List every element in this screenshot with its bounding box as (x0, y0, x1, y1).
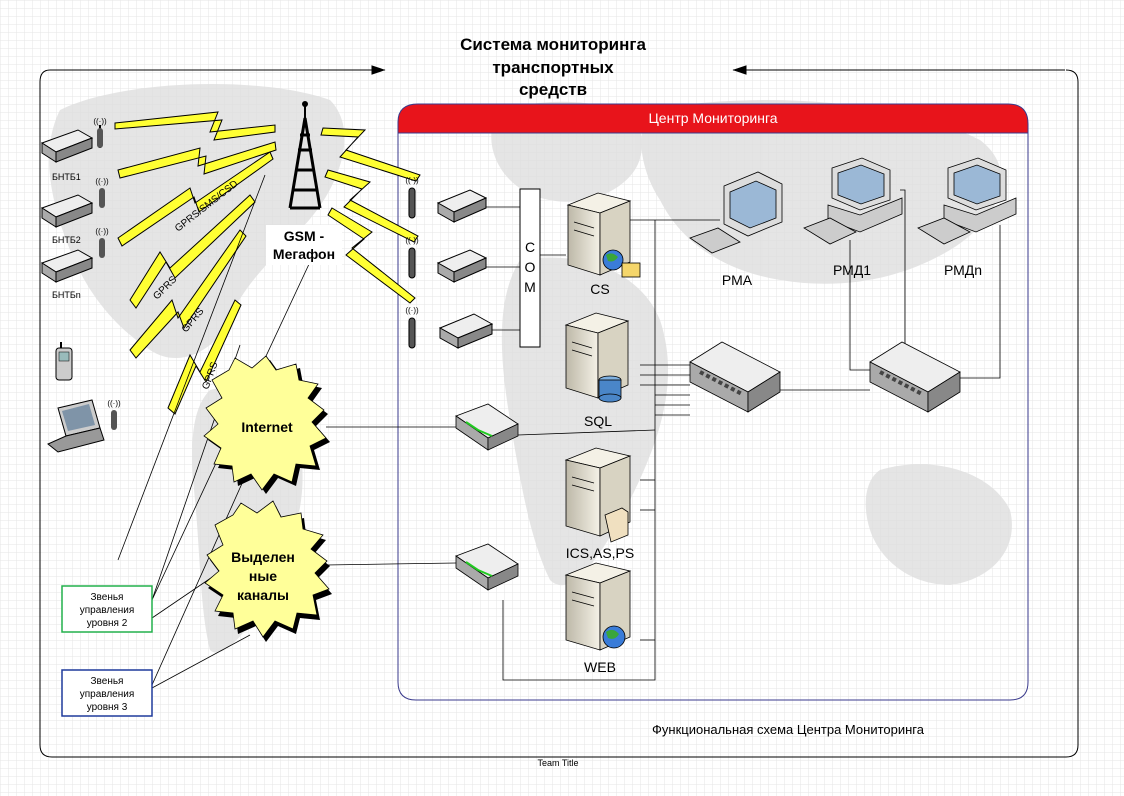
modem-3: ((·)) (405, 306, 494, 349)
ics-server-label: ICS,AS,PS (566, 545, 634, 561)
sql-server-icon (564, 312, 630, 403)
control-level-2-box: Звенья управления уровня 2 (61, 585, 153, 633)
network-lines (486, 189, 1001, 681)
lightning-bolt-5 (129, 229, 247, 359)
com-letter-m: M (524, 279, 536, 295)
workstation-rmd1-icon (803, 157, 903, 245)
svg-text:((·)): ((·)) (405, 176, 419, 185)
lightning-bolt-6 (167, 299, 242, 415)
lightning-bolt-2 (117, 141, 277, 179)
router-internet-icon (455, 403, 519, 451)
svg-text:((·)): ((·)) (405, 306, 419, 315)
modem-1: ((·)) (405, 176, 488, 223)
outer-frame (39, 65, 1079, 758)
gsm-label: GSM - Мегафон (266, 225, 342, 265)
internet-label: Internet (241, 419, 293, 435)
com-port-bar: C O M (519, 188, 541, 348)
title-line-2: транспортных (492, 58, 614, 77)
internet-cloud: Internet (203, 355, 330, 494)
svg-text:((·)): ((·)) (93, 117, 107, 126)
diagram-title: Система мониторинга транспортных средств (460, 35, 646, 99)
monitoring-center-header: Центр Мониторинга (648, 110, 777, 126)
gsm-label-line-2: Мегафон (273, 246, 335, 262)
device-bntb2: ((·)) (40, 177, 109, 228)
device-label-bntbn: БНТБn (52, 290, 81, 300)
dedicated-channels-cloud: Выделен ные каналы (204, 500, 332, 642)
workstation-label-rma: РМА (722, 272, 753, 288)
svg-text:((·)): ((·)) (107, 399, 121, 408)
modem-2: ((·)) (405, 236, 488, 283)
cs-server-icon (566, 192, 641, 278)
web-server-label: WEB (584, 659, 616, 675)
switch-2-icon (869, 341, 961, 413)
workstation-label-rmdn: РМДn (944, 262, 982, 278)
svg-text:((·)): ((·)) (95, 227, 109, 236)
control-level-3-box: Звенья управления уровня 3 (61, 669, 153, 717)
control-level-3-line-3: уровня 3 (87, 702, 128, 713)
workstation-rmdn-icon (917, 157, 1017, 245)
device-label-bntb2: БНТБ2 (52, 235, 81, 245)
switch-1-icon (689, 341, 781, 413)
com-letter-o: O (525, 259, 536, 275)
lightning-bolt-3 (117, 151, 274, 247)
device-bntbn: ((·)) (40, 227, 109, 283)
ics-server-icon (564, 447, 632, 543)
svg-text:((·)): ((·)) (95, 177, 109, 186)
lightning-bolt-8 (324, 169, 419, 243)
router-dedicated-icon (455, 543, 519, 591)
mobile-phone-icon (55, 342, 73, 381)
control-level-3-line-2: управления (80, 689, 135, 700)
gsm-label-line-1: GSM - (284, 228, 325, 244)
lightning-bolt-7 (320, 127, 421, 182)
com-letter-c: C (525, 239, 535, 255)
lightning-bolt-1 (114, 111, 276, 141)
title-line-1: Система мониторинга (460, 35, 646, 54)
device-bntb1: ((·)) (40, 117, 107, 163)
web-server-icon (564, 562, 632, 651)
laptop-icon: ((·)) (47, 399, 121, 453)
sql-server-label: SQL (584, 413, 612, 429)
modems: ((·)) ((·)) ((·)) (405, 176, 494, 349)
dedicated-label-line-1: Выделен (231, 549, 295, 565)
control-level-2-line-3: уровня 2 (87, 618, 128, 629)
svg-text:((·)): ((·)) (405, 236, 419, 245)
lightning-bolt-9 (327, 207, 416, 304)
monitoring-center-panel: Центр Мониторинга (397, 103, 1029, 701)
cs-server-label: CS (590, 281, 609, 297)
radio-channels (114, 111, 421, 415)
footer-title: Team Title (537, 758, 578, 768)
control-level-2-line-1: Звенья (91, 592, 124, 603)
gsm-tower-icon (288, 101, 322, 210)
control-level-3-line-1: Звенья (91, 676, 124, 687)
workstation-rma-icon (689, 171, 783, 254)
workstation-label-rmd1: РМД1 (833, 262, 871, 278)
device-label-bntb1: БНТБ1 (52, 172, 81, 182)
title-line-3: средств (519, 80, 587, 99)
control-level-2-line-2: управления (80, 605, 135, 616)
dedicated-label-line-2: ные (249, 568, 277, 584)
diagram-caption: Функциональная схема Центра Мониторинга (652, 722, 925, 737)
dedicated-label-line-3: каналы (237, 587, 289, 603)
